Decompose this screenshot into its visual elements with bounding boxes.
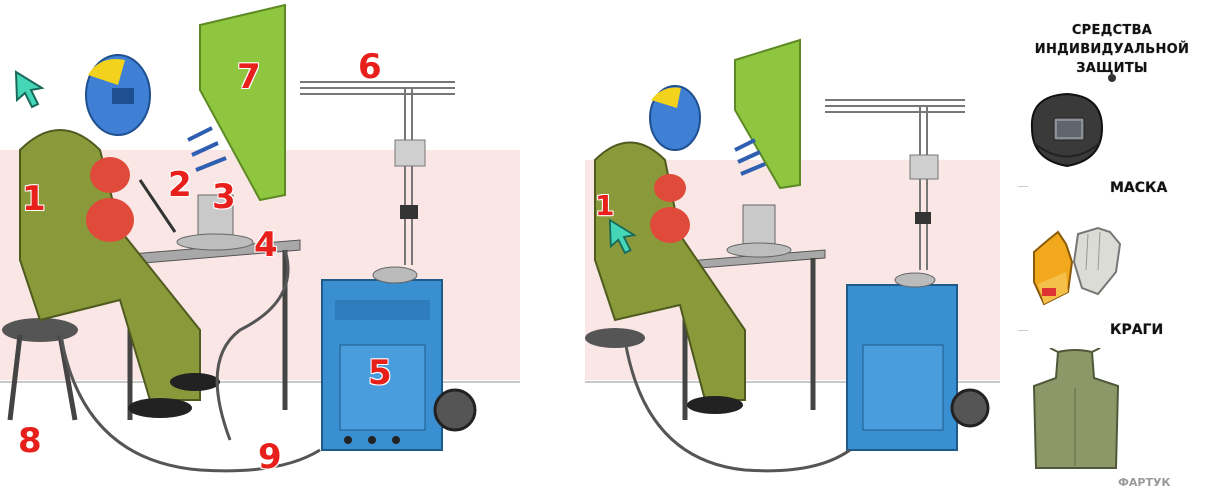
ppe-label-apron: ФАРТУК xyxy=(1118,476,1170,489)
divider xyxy=(1018,186,1028,187)
ppe-label-gloves: КРАГИ xyxy=(1110,322,1163,338)
logo-mark-icon xyxy=(1107,73,1117,83)
welding-scene-drawing-2 xyxy=(585,0,1005,488)
label-3: 3 xyxy=(212,180,236,214)
label-4: 4 xyxy=(254,228,278,262)
label-2: 2 xyxy=(168,168,192,202)
welding-gloves-icon xyxy=(1028,222,1128,314)
welding-apron-icon xyxy=(1028,348,1123,473)
welding-helmet-icon xyxy=(1022,88,1110,170)
mouse-cursor-icon xyxy=(14,70,46,110)
divider-2 xyxy=(1018,330,1028,331)
label-9: 9 xyxy=(258,440,282,474)
mouse-cursor-icon-2 xyxy=(608,218,638,256)
ppe-title-line1: СРЕДСТВА ИНДИВИДУАЛЬНОЙ xyxy=(1000,22,1224,60)
ppe-label-mask: МАСКА xyxy=(1110,180,1167,196)
label-8: 8 xyxy=(18,424,42,458)
welding-station-illustration-left: 1 2 3 4 5 6 7 8 9 xyxy=(0,0,520,488)
label-5: 5 xyxy=(368,356,392,390)
welding-station-illustration-right: 1 xyxy=(585,0,1005,488)
ppe-panel: СРЕДСТВА ИНДИВИДУАЛЬНОЙ ЗАЩИТЫ МАСКА КРА… xyxy=(1000,0,1224,488)
label-7: 7 xyxy=(237,60,261,94)
label-6: 6 xyxy=(358,50,382,84)
label-1: 1 xyxy=(22,182,46,216)
label-1-right: 1 xyxy=(595,192,614,220)
ppe-title: СРЕДСТВА ИНДИВИДУАЛЬНОЙ ЗАЩИТЫ xyxy=(1000,22,1224,79)
